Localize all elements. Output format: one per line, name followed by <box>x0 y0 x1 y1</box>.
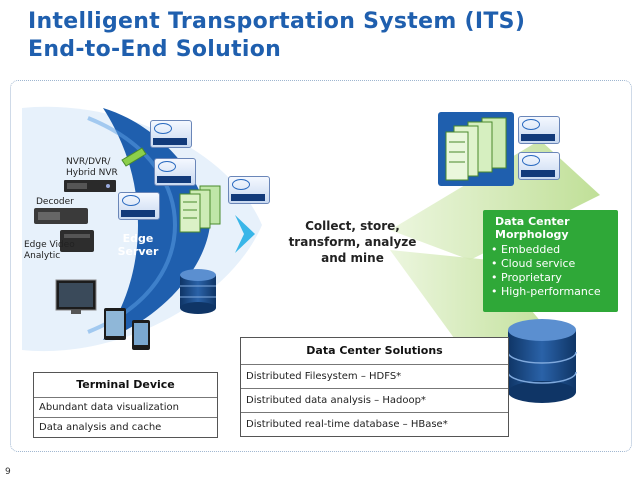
intel-xeon-dc-chip-1-icon <box>518 116 560 144</box>
morphology-item: High-performance <box>491 285 618 299</box>
intel-atom-chip-icon <box>150 120 192 148</box>
nvr-device-icon <box>64 180 116 192</box>
morphology-item: Embedded <box>491 243 618 257</box>
collect-text: Collect, store, transform, analyze and m… <box>288 219 417 265</box>
decoder-label: Decoder <box>36 197 74 207</box>
tablet-icon <box>104 308 126 340</box>
phone-icon <box>132 320 150 350</box>
nvr-label: NVR/DVR/ Hybrid NVR <box>66 157 118 178</box>
morphology-heading: Data Center Morphology <box>495 215 570 241</box>
decoder-device-icon <box>34 208 88 224</box>
arrow-chevron <box>235 215 255 253</box>
usb-stick-icon <box>121 147 147 167</box>
edge-video-device-icon <box>60 230 94 252</box>
monitor-icon <box>55 279 97 314</box>
solutions-row: Distributed real-time database – HBase* <box>241 412 508 436</box>
data-center-morphology-box: Data Center Morphology Embedded Cloud se… <box>483 210 618 312</box>
solutions-header: Data Center Solutions <box>306 344 443 357</box>
title-line-1: Intelligent Transportation System (ITS) <box>28 9 526 34</box>
title-line-2: End-to-End Solution <box>28 37 282 62</box>
edge-server-arc-highlight <box>87 116 178 334</box>
terminal-row: Data analysis and cache <box>34 417 217 437</box>
terminal-device-table: Terminal Device Abundant data visualizat… <box>33 372 218 438</box>
page-title: Intelligent Transportation System (ITS) … <box>28 8 525 64</box>
intel-core-i5-chip-icon <box>118 192 160 220</box>
solutions-row: Distributed data analysis – Hadoop* <box>241 388 508 412</box>
edge-server-label: Edge Server <box>117 232 159 258</box>
intel-xeon-dc-chip-2-icon <box>518 152 560 180</box>
content-frame <box>10 80 632 452</box>
datacenter-rack-icon <box>438 112 514 186</box>
terminal-header: Terminal Device <box>76 378 175 391</box>
page-number: 9 <box>5 467 11 477</box>
terminal-row: Abundant data visualization <box>34 397 217 417</box>
edge-video-label: Edge Video Analytic <box>24 240 75 261</box>
intel-xeon-chip-icon <box>228 176 270 204</box>
edge-server-stack-icon <box>179 185 221 233</box>
morphology-item: Proprietary <box>491 271 618 285</box>
datacenter-database-icon <box>507 319 577 403</box>
morphology-item: Cloud service <box>491 257 618 271</box>
edge-database-icon <box>180 269 216 314</box>
intel-core-i7-chip-icon <box>154 158 196 186</box>
solutions-row: Distributed Filesystem – HDFS* <box>241 364 508 388</box>
morphology-list: Embedded Cloud service Proprietary High-… <box>483 243 618 299</box>
data-center-solutions-table: Data Center Solutions Distributed Filesy… <box>240 337 509 437</box>
